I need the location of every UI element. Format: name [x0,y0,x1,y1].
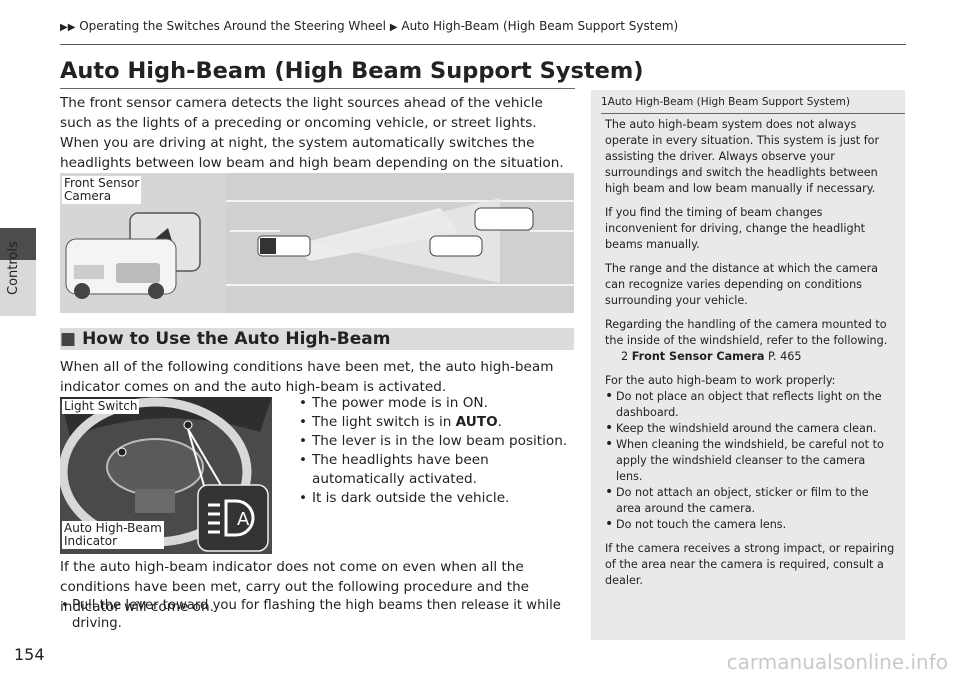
cross-reference-link[interactable]: 2 Front Sensor Camera P. 465 [621,350,802,363]
intro-paragraph: The front sensor camera detects the ligh… [60,95,564,171]
side-tab [0,0,36,678]
note-paragraph: The auto high-beam system does not alway… [605,118,880,195]
condition-item: The power mode is in ON. [296,394,576,413]
note-list-item: When cleaning the windshield, be careful… [605,437,895,485]
section-heading: ■How to Use the Auto High-Beam [60,328,574,350]
note-paragraph: If the camera receives a strong impact, … [605,542,895,587]
light-switch-label: Light Switch [62,399,140,414]
note-title: 1Auto High-Beam (High Beam Support Syste… [601,96,850,108]
breadcrumb-arrow-icon: ▶▶ [60,22,76,33]
note-paragraph: Regarding the handling of the camera mou… [605,318,888,347]
note-list-item: Do not place an object that reflects lig… [605,389,895,421]
breadcrumb-part1[interactable]: Operating the Switches Around the Steeri… [79,19,386,33]
note-paragraph: The range and the distance at which the … [605,262,879,307]
condition-item: It is dark outside the vehicle. [296,489,576,508]
watermark: carmanualsonline.info [726,650,948,674]
note-body: The auto high-beam system does not alway… [605,117,895,597]
condition-item: The lever is in the low beam position. [296,432,576,451]
page-title: Auto High-Beam (High Beam Support System… [60,58,644,84]
conditions-list: The power mode is in ON. The light switc… [296,394,576,508]
procedure-item: Pull the lever toward you for flashing t… [60,597,592,633]
auto-label: AUTO [455,414,498,430]
auto-high-beam-indicator-icon [208,499,255,537]
camera-illustration: Front Sensor Camera [60,173,574,313]
svg-text:A: A [237,509,250,530]
section-square-icon: ■ [60,329,77,349]
condition-item: The headlights have been automatically a… [296,451,576,489]
condition-item: The light switch is in AUTO. [296,413,576,432]
breadcrumb-arrow-icon: ▶ [389,22,398,33]
note-list-item: Keep the windshield around the camera cl… [605,421,895,437]
header-rule [60,44,906,45]
note-rule [601,113,905,114]
side-tab-marker [0,228,36,260]
note-list: Do not place an object that reflects lig… [605,389,895,533]
note-paragraph: For the auto high-beam to work properly: [605,374,836,387]
note-icon: 1 [601,96,608,108]
note-list-item: Do not attach an object, sticker or film… [605,485,895,517]
side-label: Controls [6,241,21,295]
side-tab-section [0,260,36,316]
note-list-item: Do not touch the camera lens. [605,517,895,533]
breadcrumb-part2[interactable]: Auto High-Beam (High Beam Support System… [401,19,679,33]
page-number: 154 [14,645,45,664]
note-panel: 1Auto High-Beam (High Beam Support Syste… [591,90,905,640]
title-rule [60,88,575,89]
front-sensor-camera-label: Front Sensor Camera [62,176,142,204]
conditions-intro: When all of the following conditions hav… [60,359,554,395]
camera-illustration-graphic [60,173,574,313]
auto-high-beam-indicator-label: Auto High-Beam Indicator [62,521,164,549]
steering-wheel-illustration: A Light Switch Auto High-Beam Indicator [60,397,272,554]
reference-arrow-icon: 2 [621,350,629,363]
note-paragraph: If you find the timing of beam changes i… [605,206,866,251]
section-heading-text: How to Use the Auto High-Beam [82,329,391,349]
breadcrumb: ▶▶ Operating the Switches Around the Ste… [60,19,678,33]
